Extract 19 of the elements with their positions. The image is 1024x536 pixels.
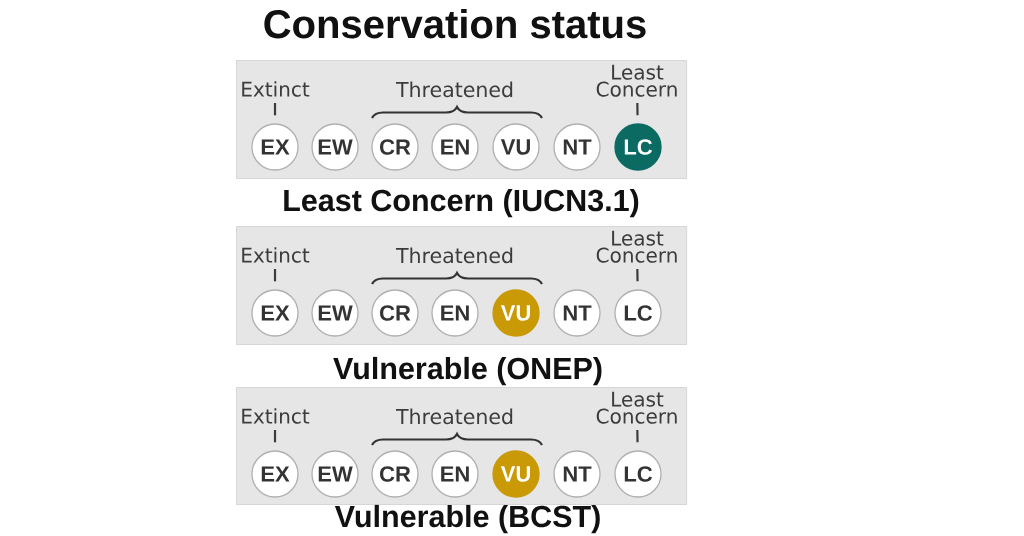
category-label: Extinct [242,247,310,263]
tick-line [636,429,639,443]
tick-line [273,103,277,116]
panel-caption: Vulnerable (BCST) [334,504,600,534]
tick-line [273,430,277,443]
tick-line [636,102,639,116]
category-label: Threatened [395,247,513,264]
category-label: Least Concern [596,64,677,97]
category-label: Extinct [242,408,310,424]
category-label: Least Concern [596,230,677,263]
category-label: Threatened [395,408,513,425]
panel-caption: Least Concern (IUCN3.1) [284,188,639,218]
tick-line [273,269,277,282]
category-label: Threatened [395,81,513,98]
tick-line [636,268,639,282]
category-label: Extinct [242,81,310,97]
category-label: Least Concern [596,391,677,424]
title: Conservation status [264,9,646,39]
panel-caption: Vulnerable (ONEP) [333,356,602,386]
